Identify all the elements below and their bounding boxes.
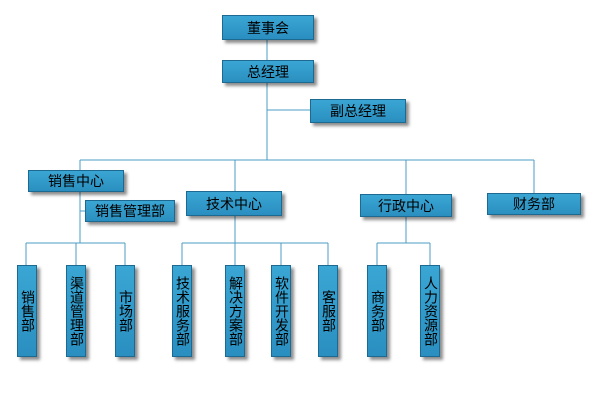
node-tech-service-dept: 技术服务部 bbox=[172, 265, 192, 357]
node-tech-center: 技术中心 bbox=[186, 191, 282, 216]
node-business-dept: 商务部 bbox=[367, 265, 387, 357]
node-sales-dept: 销售部 bbox=[17, 265, 37, 357]
node-general-manager: 总经理 bbox=[222, 60, 314, 83]
node-finance-dept: 财务部 bbox=[487, 193, 581, 215]
node-hr-dept: 人力资源部 bbox=[420, 265, 440, 357]
node-board: 董事会 bbox=[222, 15, 314, 40]
node-customer-service-dept: 客服部 bbox=[318, 265, 338, 357]
node-admin-center: 行政中心 bbox=[360, 194, 452, 217]
node-vice-general-manager: 副总经理 bbox=[310, 99, 406, 123]
node-software-dev-dept: 软件开发部 bbox=[271, 265, 291, 357]
node-channel-management-dept: 渠道管理部 bbox=[66, 265, 86, 357]
node-solution-dept: 解决方案部 bbox=[225, 265, 245, 357]
node-sales-management-dept: 销售管理部 bbox=[85, 200, 175, 222]
node-market-dept: 市场部 bbox=[115, 265, 135, 357]
node-sales-center: 销售中心 bbox=[28, 170, 124, 192]
